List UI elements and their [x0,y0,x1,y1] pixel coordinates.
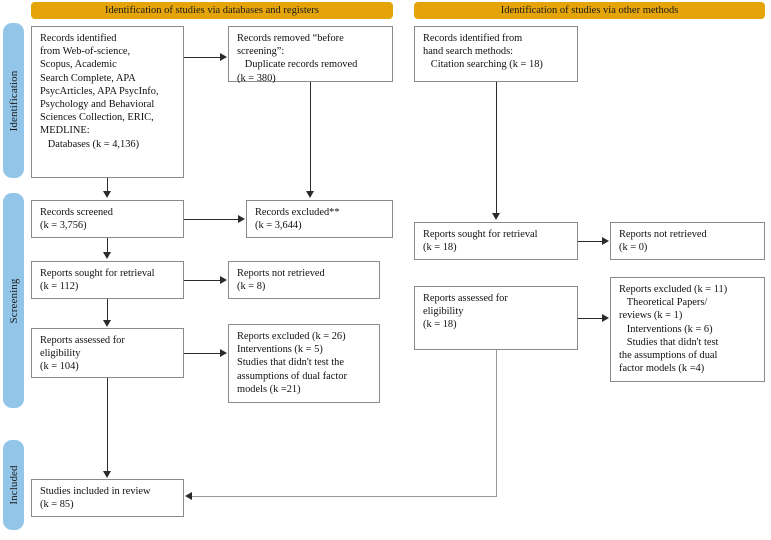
reports-excluded-right-line-1: Reports excluded (k = 11) [619,284,728,295]
reports-not-retrieved-right-count: (k = 0) [619,242,648,254]
records-excluded-label: Records excluded** [255,207,340,218]
records-identified-line-7: Sciences Collection, ERIC, [40,112,154,124]
reports-not-retrieved-left-label: Reports not retrieved [237,268,325,279]
reports-excluded-left-line-2: Interventions (k = 5) [237,344,323,356]
reports-assessed-right-line-1: Reports assessed for [423,293,508,304]
reports-excluded-left-line-1: Reports excluded (k = 26) [237,331,346,342]
connector-assessed-to-excluded-right [578,318,603,319]
header-databases-registers: Identification of studies via databases … [31,2,393,19]
arrowhead-identified-to-screened [102,191,111,198]
arrowhead-sought-to-assessed-left [102,320,111,327]
stage-label-screening: Screening [3,193,24,408]
box-records-screened: Records screened (k = 3,756) [31,200,184,238]
studies-included-count: (k = 85) [40,499,74,511]
connector-assessed-to-included [107,378,108,472]
connector-assessed-right-to-included [192,496,497,497]
studies-included-label: Studies included in review [40,486,151,497]
stage-label-included: Included [3,440,24,530]
box-reports-not-retrieved-left: Reports not retrieved (k = 8) [228,261,380,299]
records-identified-line-4: Search Complete, APA [40,72,136,84]
stage-label-included-text: Included [7,465,20,505]
arrowhead-assessed-to-excluded-left [220,348,227,357]
reports-assessed-left-line-1: Reports assessed for [40,335,125,346]
box-reports-not-retrieved-right: Reports not retrieved (k = 0) [610,222,765,260]
box-hand-search-identified: Records identified from hand search meth… [414,26,578,82]
arrowhead-assessed-to-excluded-right [602,313,609,322]
reports-assessed-right-count: (k = 18) [423,319,457,331]
box-records-excluded: Records excluded** (k = 3,644) [246,200,393,238]
connector-sought-to-not-retrieved-right [578,241,603,242]
reports-sought-right-label: Reports sought for retrieval [423,229,538,240]
reports-assessed-left-line-2: eligibility [40,348,81,360]
arrowhead-sought-to-not-retrieved-right [602,236,609,245]
records-removed-line-1: Records removed “before [237,33,344,44]
records-identified-databases-count: Databases (k = 4,136) [40,138,140,150]
connector-screened-to-excluded [184,219,239,220]
connector-sought-to-assessed-left [107,299,108,321]
box-records-identified: Records identified from Web-of-science, … [31,26,184,178]
arrowhead-screened-to-sought [102,252,111,259]
records-screened-label: Records screened [40,207,113,218]
records-identified-line-5: PsycArticles, APA PsycInfo, [40,85,159,97]
reports-excluded-right-line-6: the assumptions of dual [619,350,718,362]
box-reports-excluded-left: Reports excluded (k = 26) Interventions … [228,324,380,403]
records-identified-line-8: MEDLINE: [40,125,90,137]
records-removed-line-2: screening”: [237,46,285,58]
box-reports-excluded-right: Reports excluded (k = 11) Theoretical Pa… [610,277,765,382]
reports-excluded-right-line-2: Theoretical Papers/ [619,297,708,309]
stage-label-screening-text: Screening [7,278,20,323]
reports-not-retrieved-left-count: (k = 8) [237,281,266,293]
reports-assessed-right-line-2: eligibility [423,306,464,318]
records-screened-count: (k = 3,756) [40,220,87,232]
reports-assessed-left-count: (k = 104) [40,361,79,373]
records-excluded-count: (k = 3,644) [255,220,302,232]
records-identified-line-6: Psychology and Behavioral [40,99,155,111]
reports-excluded-right-line-4: Interventions (k = 6) [619,323,713,335]
reports-excluded-right-line-7: factor models (k =4) [619,363,705,375]
arrowhead-right-branch-to-included [185,491,192,500]
stage-label-identification-text: Identification [7,70,20,131]
box-records-removed: Records removed “before screening”: Dupl… [228,26,393,84]
reports-excluded-right-line-5: Studies that didn't test [619,336,719,348]
box-reports-sought-right: Reports sought for retrieval (k = 18) [414,222,578,260]
connector-assessed-to-excluded-left [184,353,221,354]
stage-label-identification: Identification [3,23,24,178]
reports-sought-left-count: (k = 112) [40,281,79,293]
records-identified-line-1: Records identified [40,33,117,44]
reports-excluded-right-line-3: reviews (k = 1) [619,310,683,322]
reports-not-retrieved-right-label: Reports not retrieved [619,229,707,240]
arrowhead-sought-to-not-retrieved-left [220,275,227,284]
arrowhead-removed-to-excluded [305,191,314,198]
records-removed-line-3: Duplicate records removed [237,59,358,71]
connector-screened-to-sought [107,238,108,253]
reports-excluded-left-line-4: assumptions of dual factor [237,370,347,382]
connector-sought-to-not-retrieved-left [184,280,221,281]
header-other-methods: Identification of studies via other meth… [414,2,765,19]
reports-sought-right-count: (k = 18) [423,242,457,254]
box-reports-sought-left: Reports sought for retrieval (k = 112) [31,261,184,299]
hand-search-line-2: hand search methods: [423,46,514,58]
arrowhead-assessed-to-included [102,471,111,478]
box-studies-included: Studies included in review (k = 85) [31,479,184,517]
reports-sought-left-label: Reports sought for retrieval [40,268,155,279]
records-identified-line-2: from Web-of-science, [40,46,131,58]
arrowhead-identified-to-removed [220,52,227,61]
arrowhead-screened-to-excluded [238,214,245,223]
box-reports-assessed-right: Reports assessed for eligibility (k = 18… [414,286,578,350]
connector-handsearch-to-sought-right [496,82,497,213]
hand-search-line-1: Records identified from [423,33,523,44]
reports-excluded-left-line-3: Studies that didn't test the [237,357,344,369]
records-removed-count: (k = 380) [237,72,276,84]
reports-excluded-left-line-5: models (k =21) [237,383,301,395]
connector-assessed-right-down [496,350,497,496]
connector-identified-to-screened [107,178,108,192]
arrowhead-handsearch-to-sought-right [491,213,500,220]
records-identified-line-3: Scopus, Academic [40,59,117,71]
connector-removed-to-excluded [310,82,311,192]
connector-identified-to-removed [184,57,221,58]
hand-search-citation-count: Citation searching (k = 18) [423,59,543,71]
box-reports-assessed-left: Reports assessed for eligibility (k = 10… [31,328,184,378]
